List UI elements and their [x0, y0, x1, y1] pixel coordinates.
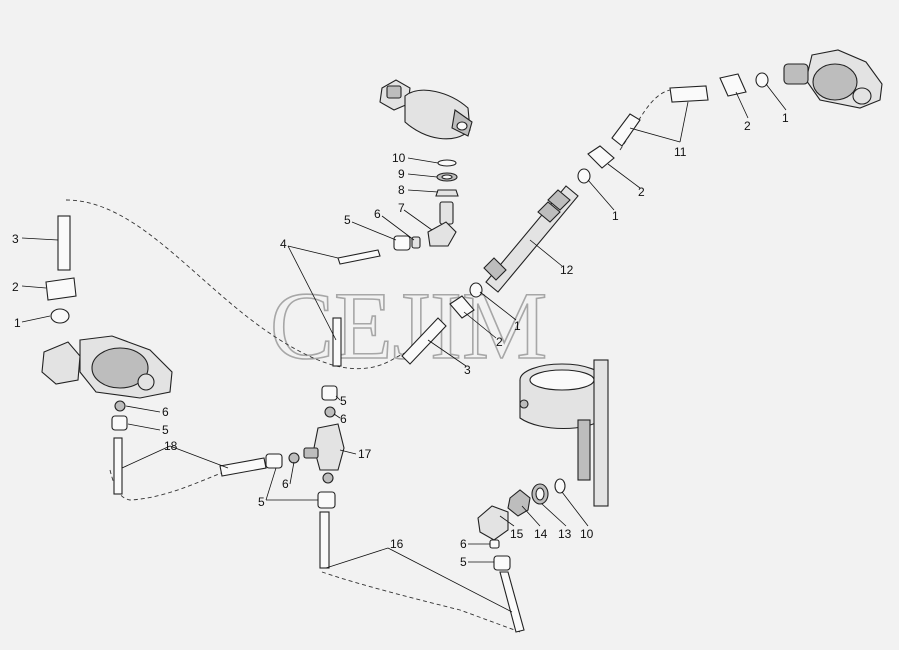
callout-1-left: 1	[14, 316, 21, 330]
callout-11: 11	[674, 145, 687, 159]
callout-1-upper: 1	[612, 209, 619, 223]
clamp-bracket	[519, 359, 609, 507]
pipe-4-vertical	[332, 317, 342, 367]
sleeve-6-top	[411, 236, 421, 249]
washer-10-lower	[554, 478, 566, 494]
sleeve-6-tee-top	[324, 406, 336, 418]
callout-6-tee-top: 6	[340, 412, 347, 426]
sleeve-6-lower	[489, 539, 500, 549]
fittings-1-2-upper	[577, 145, 615, 184]
callout-16: 16	[390, 537, 404, 551]
nut-5-tee-bottom	[317, 491, 336, 509]
fittings-lower-right	[477, 478, 566, 633]
nut-2-right	[719, 73, 747, 97]
callout-2-right: 2	[744, 119, 751, 133]
callout-5-left: 5	[162, 423, 169, 437]
callout-2-upper: 2	[638, 185, 645, 199]
callout-15: 15	[510, 527, 524, 541]
elbow-7	[427, 221, 457, 247]
callout-13: 13	[558, 527, 572, 541]
callout-6-top: 6	[374, 207, 381, 221]
callout-5-lower: 5	[460, 555, 467, 569]
callout-5-tee-top: 5	[340, 394, 347, 408]
callout-10-top: 10	[392, 151, 406, 165]
pipe-18-horizontal	[219, 457, 267, 477]
solenoid-valve-right	[719, 49, 883, 109]
pipe-16-start	[319, 511, 330, 569]
nut-5-lower	[493, 555, 511, 571]
elbow-left	[41, 341, 81, 385]
fittings-left-lower	[111, 400, 300, 495]
nut-5-tee-top	[321, 385, 338, 401]
sleeve-6-tee-bottom	[322, 472, 334, 484]
sleeve-6-left	[114, 400, 126, 412]
elbow-15	[477, 505, 509, 541]
callout-5-top: 5	[344, 213, 351, 227]
callout-7: 7	[398, 201, 405, 215]
pipe-3-lower	[401, 317, 447, 365]
nut-5-left	[111, 415, 128, 431]
callout-10-lower: 10	[580, 527, 594, 541]
callout-6-lower: 6	[460, 537, 467, 551]
callout-12: 12	[560, 263, 574, 277]
pipe-3-left	[57, 215, 71, 271]
callout-2-lower: 2	[496, 335, 503, 349]
fittings-5-6-top	[393, 235, 421, 251]
fittings-left	[45, 215, 77, 324]
nut-14	[507, 489, 531, 517]
pipe-18-vertical	[113, 437, 123, 495]
pipe-11	[611, 85, 709, 147]
ring-1-left	[50, 308, 70, 324]
thread-stub-right	[783, 63, 809, 85]
callout-4: 4	[280, 237, 287, 251]
callout-3-left: 3	[12, 232, 19, 246]
callout-17: 17	[358, 447, 372, 461]
pipe-4	[332, 249, 381, 367]
callout-14: 14	[534, 527, 548, 541]
leader-lines	[21, 83, 787, 613]
callout-6-left: 6	[162, 405, 169, 419]
washer-10	[437, 159, 457, 167]
callout-1-lower: 1	[514, 319, 521, 333]
callout-2-left: 2	[12, 280, 19, 294]
tee-fitting-17	[303, 385, 345, 569]
nut-5-top	[393, 235, 411, 251]
callout-6-mid: 6	[282, 477, 289, 491]
callout-1-right: 1	[782, 111, 789, 125]
hose-12	[401, 185, 579, 365]
callout-labels: 3 2 1 4 5 6 7 8 9 10 2 1 11 2 1 12 1 2 3…	[12, 111, 789, 569]
callout-18: 18	[164, 439, 178, 453]
callout-5-mid: 5	[258, 495, 265, 509]
nut-2-lower	[449, 295, 475, 319]
callout-3-lower: 3	[464, 363, 471, 377]
pipe-16-end	[499, 571, 525, 633]
nut-8	[435, 189, 459, 197]
callout-9: 9	[398, 167, 405, 181]
solenoid-valve-top	[379, 79, 473, 140]
sleeve-6-mid	[288, 452, 300, 464]
ring-1-lower	[469, 282, 483, 298]
tee-body	[313, 423, 345, 471]
nut-2-left	[45, 277, 77, 301]
ring-1-right	[755, 72, 769, 88]
fitting-7-thread	[439, 201, 454, 225]
nut-5-mid	[265, 453, 283, 469]
solenoid-valve-left	[41, 335, 173, 399]
ring-1-upper	[577, 168, 591, 184]
callout-8: 8	[398, 183, 405, 197]
nut-2-upper	[587, 145, 615, 169]
seal-stack-top	[427, 159, 459, 247]
